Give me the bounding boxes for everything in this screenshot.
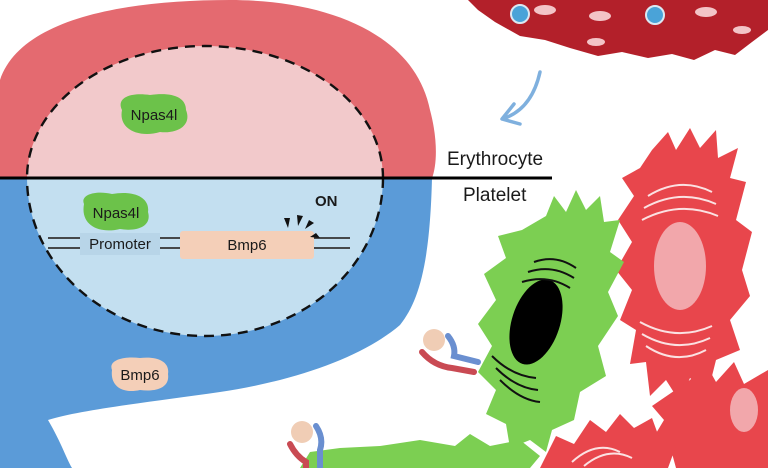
npas4l-blob-bottom: Npas4l: [83, 192, 149, 231]
receptor-ligand-upper: [419, 329, 481, 375]
red-tissue-rbc: [534, 5, 556, 15]
red-tissue-rbc: [695, 7, 717, 17]
red-tissue-platelet: [510, 4, 530, 24]
bmp6-protein-shape: [111, 357, 169, 392]
red-cell-nucleus: [730, 388, 758, 432]
npas4l-blob-bottom-shape: [83, 192, 149, 231]
red-tissue-rbc: [733, 26, 751, 34]
receptor-red: [287, 441, 309, 468]
promoter-box: Promoter: [80, 233, 160, 255]
red-cell-shape: [540, 414, 676, 468]
green-cell-shape: [300, 434, 540, 468]
receptor-blue: [445, 333, 481, 365]
receptor-blue: [313, 423, 325, 468]
red-cell-shape: [652, 362, 768, 468]
bmp6-gene-label: Bmp6: [227, 237, 266, 254]
on-label: ON: [315, 193, 338, 210]
platelet-nucleus-outline: [25, 178, 385, 338]
erythrocyte-nucleus-outline: [25, 44, 385, 178]
red-cell: [540, 414, 676, 468]
red-tissue-shape: [468, 0, 768, 60]
red-tissue: [468, 0, 768, 60]
bmp6-gene-box: Bmp6: [180, 231, 314, 259]
platelet-label: Platelet: [463, 185, 527, 206]
activation-marks: ON: [284, 193, 338, 238]
curved-arrow: [500, 70, 542, 126]
receptor-red: [419, 349, 477, 375]
red-cell: [616, 128, 752, 402]
npas4l-blob-top-shape: [120, 94, 188, 134]
green-cell-nucleus: [509, 279, 563, 365]
bmp6-protein: Bmp6: [111, 357, 169, 392]
npas4l-label-bottom: Npas4l: [93, 205, 140, 222]
receptor-ligand-lower: [287, 421, 325, 468]
npas4l-label-top: Npas4l: [131, 107, 178, 124]
erythrocyte-nucleus: [27, 46, 383, 178]
arrow-shaft: [503, 70, 542, 120]
green-cell: [300, 434, 540, 468]
arrow-head: [500, 102, 522, 126]
red-tissue-rbc: [589, 11, 611, 21]
red-cell: [652, 362, 768, 468]
ligand: [423, 329, 445, 351]
red-tissue-platelet: [645, 5, 665, 25]
red-tissue-rbc: [587, 38, 605, 46]
green-cell: [478, 190, 624, 452]
erythrocyte-label: Erythrocyte: [447, 149, 543, 170]
erythrocyte-bubble: [0, 0, 436, 178]
promoter-label: Promoter: [89, 236, 151, 253]
npas4l-blob-top: Npas4l: [120, 94, 188, 134]
bmp6-protein-label: Bmp6: [120, 367, 159, 384]
red-cell-nucleus: [654, 222, 706, 310]
ligand: [291, 421, 313, 443]
